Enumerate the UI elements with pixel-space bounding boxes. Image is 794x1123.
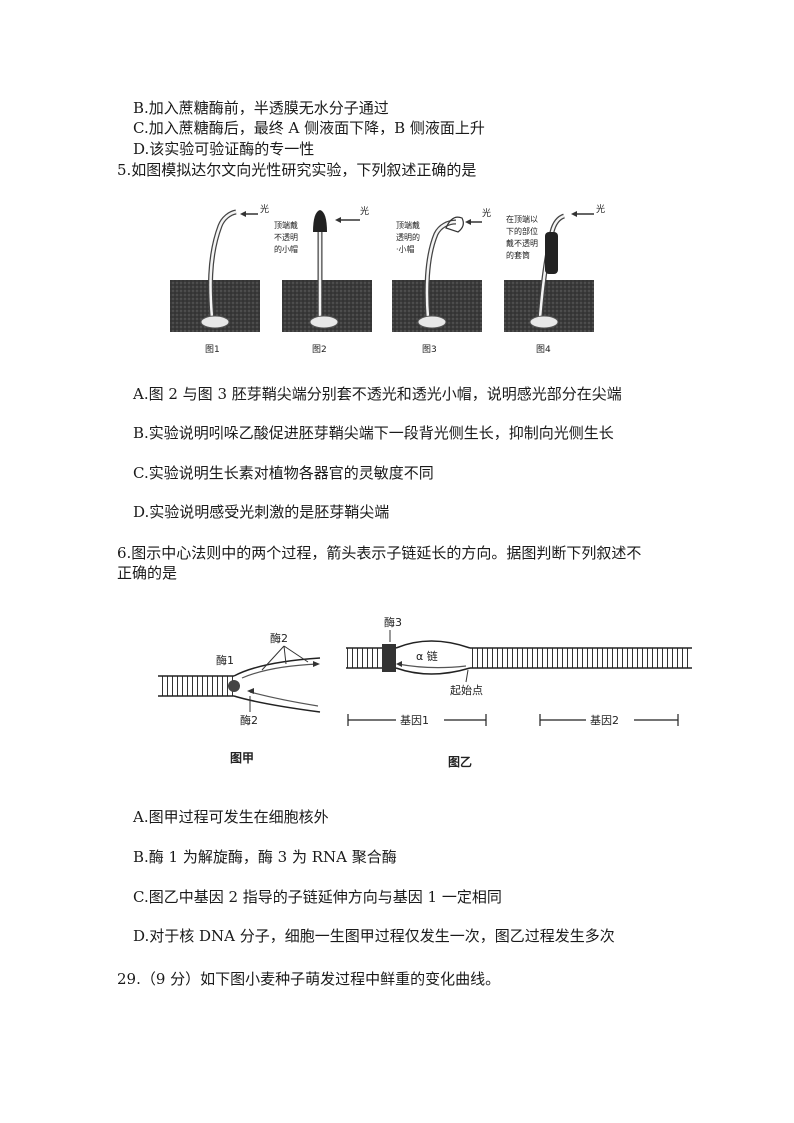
panel-4: 在顶端以 下的部位 戴不透明 的套筒 光 图4 xyxy=(504,203,605,355)
panel-2-caption: 图2 xyxy=(312,344,327,355)
enzyme-3-label: 酶3 xyxy=(384,616,402,629)
phototropism-figure: 光 图1 顶端戴 不透明 的小帽 光 图2 顶端戴 透明的 ·小帽 光 图3 xyxy=(170,203,605,355)
panel-4-note-4: 的套筒 xyxy=(506,250,530,260)
panel-4-note-1: 在顶端以 xyxy=(506,214,538,224)
enzyme-1-label: 酶1 xyxy=(216,654,234,667)
panel-3-note-2: 透明的 xyxy=(396,232,420,242)
q5-option-b: B.实验说明吲哚乙酸促进胚芽鞘尖端下一段背光侧生长，抑制向光侧生长 xyxy=(133,424,614,442)
figure-a-caption: 图甲 xyxy=(230,751,254,765)
figure-b-caption: 图乙 xyxy=(448,755,472,769)
q6-option-c: C.图乙中基因 2 指导的子链延伸方向与基因 1 一定相同 xyxy=(133,888,502,906)
panel-1-caption: 图1 xyxy=(205,344,220,355)
template-strand-bottom xyxy=(233,695,321,713)
seed xyxy=(417,315,447,329)
panel-3-note-3: ·小帽 xyxy=(396,244,415,254)
q29-stem: 29.（9 分）如下图小麦种子萌发过程中鲜重的变化曲线。 xyxy=(117,970,501,988)
central-dogma-figure: 酶1 酶2 酶2 图甲 酶3 α 链 起始点 基因1 基因2 xyxy=(158,616,692,769)
q6-option-b: B.酶 1 为解旋酶，酶 3 为 RNA 聚合酶 xyxy=(133,848,397,866)
q6-option-a: A.图甲过程可发生在细胞核外 xyxy=(133,808,329,826)
figure-b-transcription: 酶3 α 链 起始点 基因1 基因2 图乙 xyxy=(346,616,692,769)
panel-3-note-1: 顶端戴 xyxy=(396,220,420,230)
daughter-strand-top xyxy=(241,663,319,679)
alpha-chain-label: α 链 xyxy=(416,649,438,663)
panel-4-note-3: 戴不透明 xyxy=(506,238,538,248)
q5-option-a: A.图 2 与图 3 胚芽鞘尖端分别套不透光和透光小帽，说明感光部分在尖端 xyxy=(133,385,622,403)
enzyme-2-label-bottom: 酶2 xyxy=(240,714,258,727)
gene-1-label: 基因1 xyxy=(400,714,429,727)
seed xyxy=(309,315,339,329)
panel-4-note-2: 下的部位 xyxy=(506,226,538,236)
panel-1: 光 图1 xyxy=(170,203,269,355)
q5-option-d: D.实验说明感受光刺激的是胚芽鞘尖端 xyxy=(133,503,390,521)
opaque-cap xyxy=(313,210,327,232)
alpha-chain-strand xyxy=(397,663,467,669)
transcription-bubble-top xyxy=(395,640,471,649)
q4-option-d: D.该实验可验证酶的专一性 xyxy=(133,140,315,158)
figure-a-replication: 酶1 酶2 酶2 图甲 xyxy=(158,632,321,765)
transparent-cap xyxy=(445,216,464,233)
q6-option-d: D.对于核 DNA 分子，细胞一生图甲过程仅发生一次，图乙过程发生多次 xyxy=(133,927,615,945)
enzyme-1-blob xyxy=(228,680,240,692)
transcription-bubble-bottom xyxy=(395,667,471,675)
opaque-sleeve xyxy=(545,232,558,274)
panel-3-caption: 图3 xyxy=(422,344,437,355)
q6-stem-line-2: 正确的是 xyxy=(117,564,178,582)
q5-option-c: C.实验说明生长素对植物各器官的灵敏度不同 xyxy=(133,464,434,482)
panel-3: 顶端戴 透明的 ·小帽 光 图3 xyxy=(392,207,491,355)
q5-stem: 5.如图模拟达尔文向光性研究实验，下列叙述正确的是 xyxy=(117,161,477,179)
enzyme-2-label-top: 酶2 xyxy=(270,632,288,645)
light-label: 光 xyxy=(596,203,605,215)
light-label: 光 xyxy=(360,205,369,217)
panel-4-caption: 图4 xyxy=(536,344,551,355)
panel-2-note-3: 的小帽 xyxy=(274,244,298,254)
panel-2-note-1: 顶端戴 xyxy=(274,220,298,230)
gene-2-label: 基因2 xyxy=(590,714,619,727)
origin-label: 起始点 xyxy=(450,683,483,697)
daughter-strand-bottom xyxy=(249,691,319,707)
enzyme-3-block xyxy=(382,644,396,672)
q4-option-c: C.加入蔗糖酶后，最终 A 侧液面下降，B 侧液面上升 xyxy=(133,119,485,137)
panel-2: 顶端戴 不透明 的小帽 光 图2 xyxy=(274,205,372,355)
template-strand-top xyxy=(233,657,321,677)
light-label: 光 xyxy=(260,203,269,215)
seed xyxy=(529,315,559,329)
seed xyxy=(200,315,230,329)
panel-2-note-2: 不透明 xyxy=(274,233,298,242)
light-label: 光 xyxy=(482,207,491,219)
q6-stem-line-1: 6.图示中心法则中的两个过程，箭头表示子链延长的方向。据图判断下列叙述不 xyxy=(117,544,642,562)
q4-option-b: B.加入蔗糖酶前，半透膜无水分子通过 xyxy=(133,99,389,117)
